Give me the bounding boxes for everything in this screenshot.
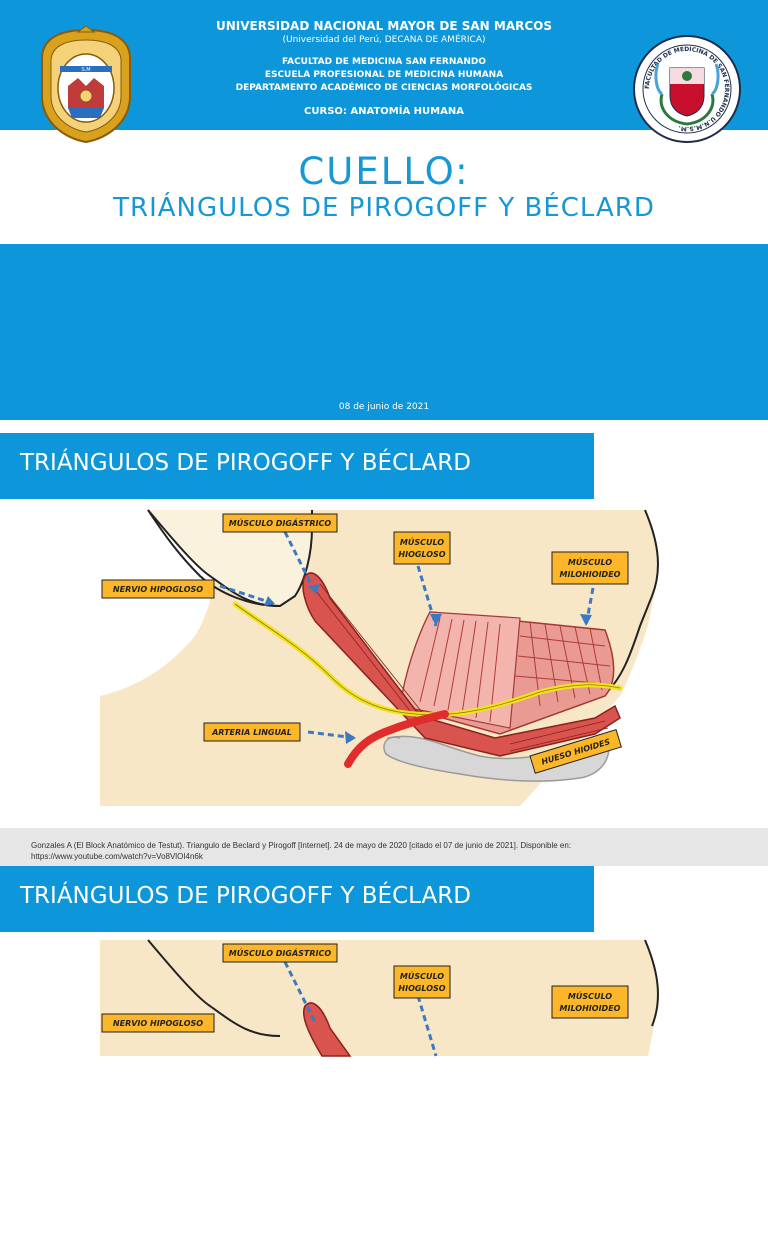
presentation-subtitle: TRIÁNGULOS DE PIROGOFF Y BÉCLARD bbox=[113, 193, 655, 223]
presentation-title: CUELLO: bbox=[298, 150, 470, 193]
anatomy-diagram-repeat: MÚSCULO DIGÁSTRICO NERVIO HIPOGLOSO MÚSC… bbox=[100, 939, 659, 1057]
presentation-date: 08 de junio de 2021 bbox=[338, 402, 430, 412]
faculty-name: FACULTAD DE MEDICINA SAN FERNANDO bbox=[282, 57, 486, 67]
label-milohioideo-line1-repeat: MÚSCULO bbox=[568, 990, 612, 1001]
label-lingual: ARTERIA LINGUAL bbox=[211, 728, 292, 737]
anatomy-diagram: MÚSCULO DIGÁSTRICO NERVIO HIPOGLOSO MÚSC… bbox=[100, 509, 659, 806]
slide3-title-bar bbox=[0, 866, 594, 932]
department-name: DEPARTAMENTO ACADÉMICO DE CIENCIAS MORFO… bbox=[235, 83, 533, 93]
slide3-title: TRIÁNGULOS DE PIROGOFF Y BÉCLARD bbox=[20, 883, 471, 909]
unmsm-shield-logo: S.M bbox=[41, 26, 131, 144]
label-hiogloso-line1: MÚSCULO bbox=[400, 536, 444, 547]
slide2-title: TRIÁNGULOS DE PIROGOFF Y BÉCLARD bbox=[20, 450, 471, 476]
citation-bar bbox=[0, 828, 768, 866]
label-milohioideo-line2-repeat: MILOHIOIDEO bbox=[560, 1004, 621, 1013]
course-name: CURSO: ANATOMÍA HUMANA bbox=[304, 106, 464, 117]
seal-initials: S.M bbox=[81, 67, 90, 73]
university-name: UNIVERSIDAD NACIONAL MAYOR DE SAN MARCOS bbox=[216, 19, 552, 33]
label-hiogloso-line2-repeat: HIOGLOSO bbox=[398, 984, 445, 993]
label-hiogloso-line1-repeat: MÚSCULO bbox=[400, 970, 444, 981]
faculty-seal-logo: FACULTAD DE MEDICINA DE SAN FERNANDO U.N… bbox=[633, 35, 741, 143]
citation-line2: https://www.youtube.com/watch?v=Vo8VlOI4… bbox=[31, 852, 203, 861]
citation-line1: Gonzales A (El Block Anatómico de Testut… bbox=[31, 841, 572, 850]
label-digastrico: MÚSCULO DIGÁSTRICO bbox=[229, 517, 332, 528]
label-milohioideo-line2: MILOHIOIDEO bbox=[560, 570, 621, 579]
citation-text: Gonzales A (El Block Anatómico de Testut… bbox=[31, 840, 651, 862]
label-milohioideo-line1: MÚSCULO bbox=[568, 556, 612, 567]
label-hipogloso: NERVIO HIPOGLOSO bbox=[113, 585, 203, 594]
slide2-title-bar bbox=[0, 433, 594, 499]
label-digastrico-repeat: MÚSCULO DIGÁSTRICO bbox=[229, 947, 332, 958]
university-subtitle: (Universidad del Perú, DECANA DE AMÉRICA… bbox=[282, 35, 486, 45]
label-hiogloso-line2: HIOGLOSO bbox=[398, 550, 445, 559]
cover-panel bbox=[0, 244, 768, 420]
school-name: ESCUELA PROFESIONAL DE MEDICINA HUMANA bbox=[264, 70, 504, 80]
